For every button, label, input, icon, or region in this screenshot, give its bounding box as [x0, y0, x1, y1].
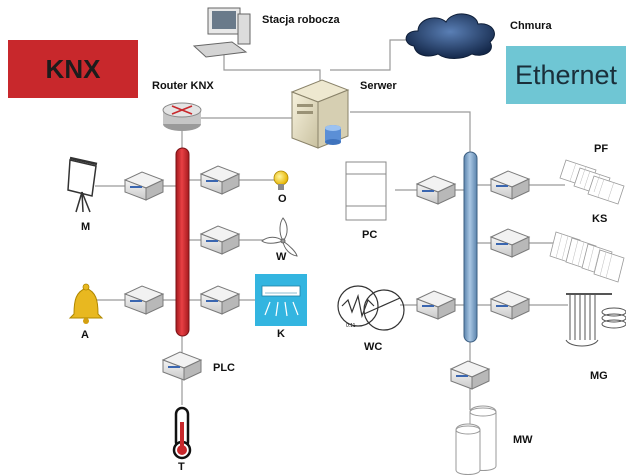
water-tanks-mw-icon	[455, 405, 497, 475]
workstation-label: Stacja robocza	[262, 14, 340, 26]
pf-label: PF	[594, 143, 609, 155]
solar-collector-ks-icon	[549, 231, 625, 283]
mw-label: MW	[513, 434, 533, 446]
thermometer-icon	[172, 406, 192, 460]
router-label: Router KNX	[152, 80, 214, 92]
eth-module-pf	[489, 170, 531, 200]
line-workstation-server	[223, 52, 321, 82]
workstation-icon	[192, 7, 251, 58]
ethernet-bus	[463, 151, 478, 343]
line-server-ethernet	[350, 111, 471, 152]
pc-label: PC	[362, 229, 378, 241]
fan-icon	[261, 217, 298, 257]
ethernet-label: Ethernet	[514, 59, 618, 90]
router-icon	[162, 102, 202, 131]
ethernet-banner: Ethernet	[506, 46, 626, 104]
w-label: W	[276, 251, 287, 263]
eth-module-pc	[415, 175, 457, 205]
eth-module-ks	[489, 228, 531, 258]
server-icon	[290, 79, 350, 149]
t-label: T	[178, 461, 185, 473]
plc-label: PLC	[213, 362, 235, 374]
a-label: A	[81, 329, 89, 341]
light-bulb-icon	[273, 170, 289, 190]
knx-bus	[175, 147, 190, 337]
knx-module-o	[199, 165, 241, 195]
knx-module-m	[123, 171, 165, 201]
projector-screen-icon	[67, 156, 98, 213]
server-label: Serwer	[360, 80, 397, 92]
line-cloud-server	[330, 39, 415, 71]
cloud-label: Chmura	[510, 20, 552, 32]
ks-label: KS	[592, 213, 608, 225]
knx-banner: KNX	[8, 40, 138, 98]
heat-exchanger-wc-icon	[337, 285, 405, 331]
mg-label: MG	[590, 370, 608, 382]
knx-module-k	[199, 285, 241, 315]
k-label: K	[277, 328, 285, 340]
cloud-icon	[405, 13, 495, 59]
bell-icon	[68, 283, 104, 324]
storage-mg-icon	[565, 293, 626, 347]
eth-module-mg	[489, 290, 531, 320]
air-conditioner-icon	[255, 274, 307, 326]
eth-module-mw	[449, 360, 491, 390]
knx-module-a	[123, 285, 165, 315]
knx-module-plc	[161, 351, 203, 381]
knx-module-w	[199, 225, 241, 255]
panel-array-pf-icon	[559, 159, 625, 205]
m-label: M	[81, 221, 91, 233]
wc-label: WC	[364, 341, 383, 353]
knx-label: KNX	[45, 53, 101, 84]
o-label: O	[278, 193, 287, 205]
eth-module-wc	[415, 290, 457, 320]
pc-cabinet-icon	[345, 161, 387, 221]
wc-small-label: 0.11	[346, 323, 356, 329]
